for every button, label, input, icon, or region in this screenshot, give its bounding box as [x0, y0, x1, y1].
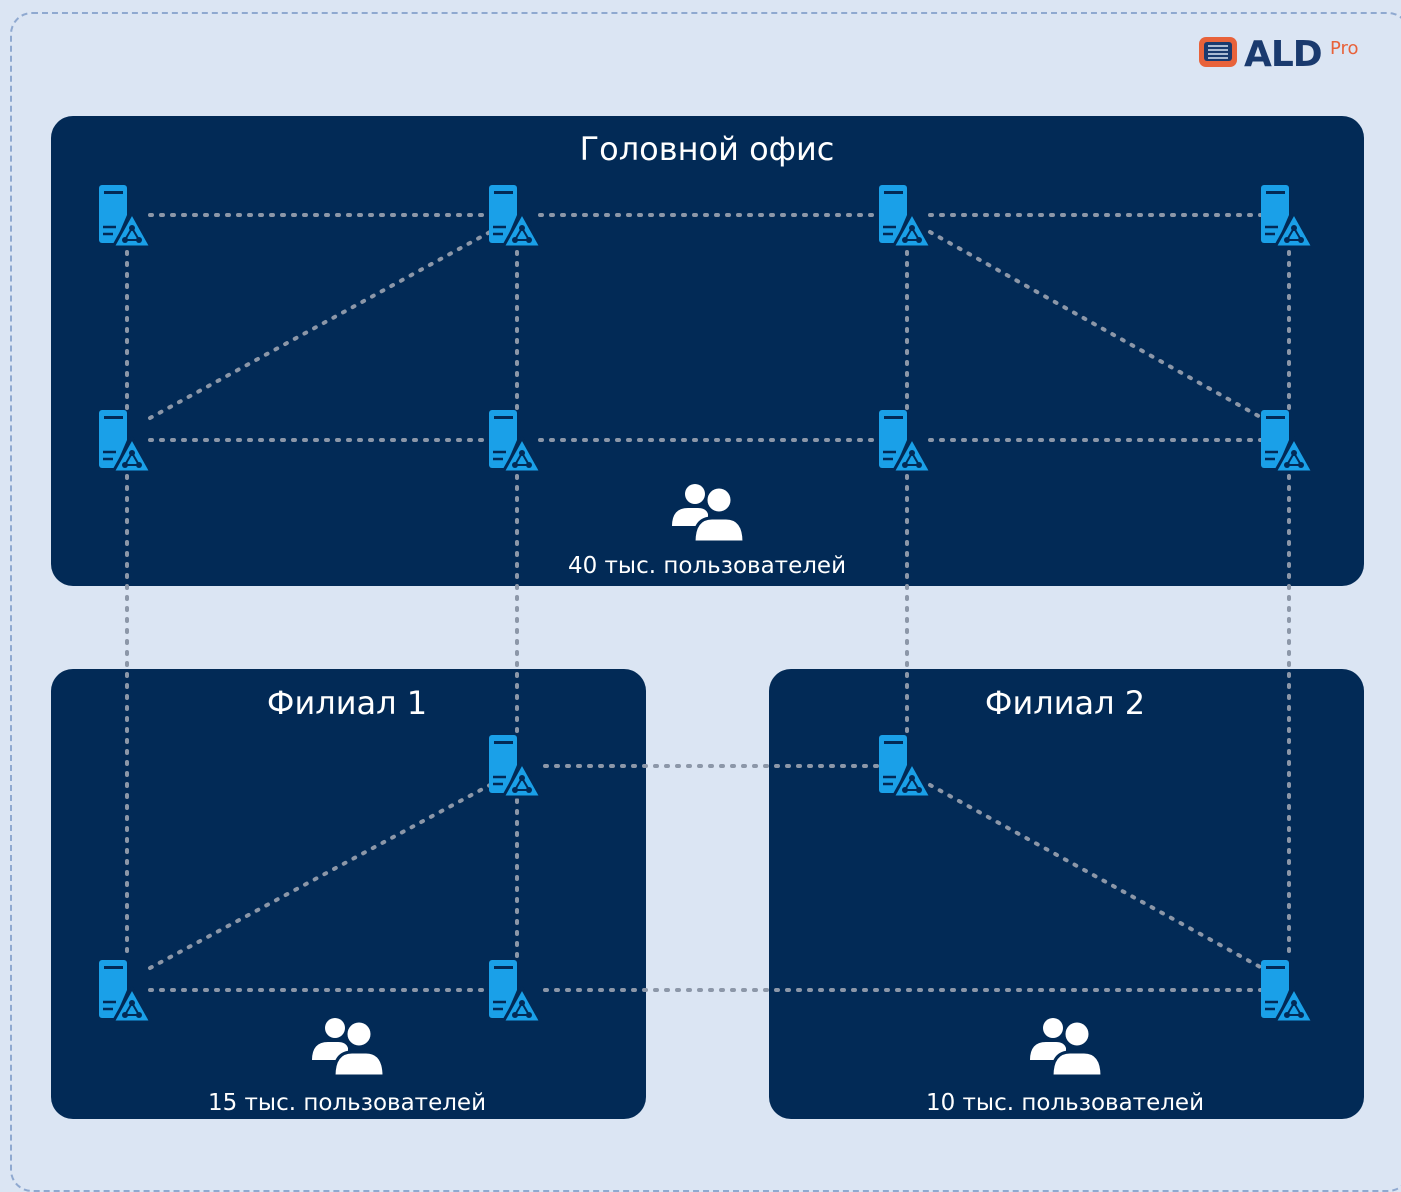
server-icon — [1261, 958, 1315, 1024]
logo-text: ALD — [1244, 34, 1323, 75]
server-icon — [1261, 408, 1315, 474]
head-office-users: 40 тыс. пользователей — [567, 553, 847, 579]
server-icon — [99, 183, 153, 249]
links — [125, 213, 1291, 992]
users-group-icon — [1028, 1016, 1104, 1076]
users-group-icon — [670, 482, 746, 542]
server-icon — [879, 183, 933, 249]
logo-superscript: Pro — [1330, 38, 1359, 59]
branch-2-title: Филиал 2 — [984, 684, 1146, 722]
branch-1-users: 15 тыс. пользователей — [207, 1090, 487, 1116]
server-icon — [879, 733, 933, 799]
users-group-icon — [310, 1016, 386, 1076]
branch-2-users: 10 тыс. пользователей — [925, 1090, 1205, 1116]
ald-pro-logo: ALD Pro — [1198, 34, 1368, 78]
branch-1-title: Филиал 1 — [266, 684, 428, 722]
server-icon — [489, 958, 543, 1024]
server-icon — [99, 408, 153, 474]
server-icon — [879, 408, 933, 474]
server-icon — [489, 408, 543, 474]
monitor-logo-icon — [1199, 37, 1237, 67]
server-icon — [489, 733, 543, 799]
server-icon — [99, 958, 153, 1024]
head-office-title: Головной офис — [579, 130, 835, 168]
server-icon — [489, 183, 543, 249]
server-icon — [1261, 183, 1315, 249]
